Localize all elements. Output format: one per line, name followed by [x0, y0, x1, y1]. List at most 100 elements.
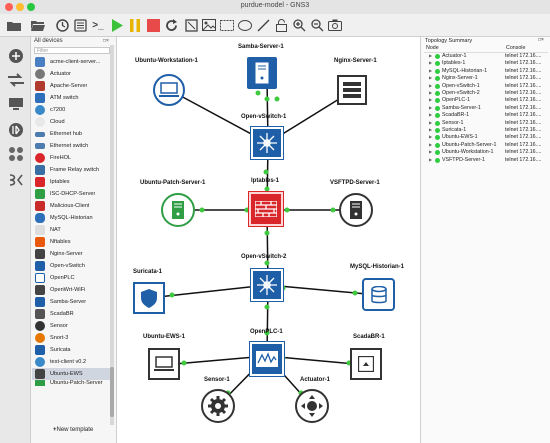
vsftpd-server-node[interactable] [339, 193, 373, 227]
link[interactable] [148, 284, 269, 299]
device-item[interactable]: Actuator [32, 68, 114, 80]
expand-arrow-icon[interactable]: ▶ [429, 82, 433, 88]
device-item[interactable]: Cloud [32, 116, 114, 128]
expand-arrow-icon[interactable]: ▶ [429, 90, 433, 95]
expand-arrow-icon[interactable]: ▶ [429, 127, 433, 132]
device-item[interactable]: FireHOL [32, 152, 114, 164]
expand-arrow-icon[interactable]: ▶ [429, 112, 433, 118]
openplc-node[interactable] [249, 341, 285, 377]
device-item[interactable]: ScadaBR [32, 308, 114, 320]
lock-icon[interactable] [273, 17, 289, 33]
zoom-window-button[interactable] [27, 3, 35, 11]
suspend-all-icon[interactable] [127, 17, 143, 33]
device-item[interactable]: test-client v0.2 [32, 356, 114, 368]
expand-arrow-icon[interactable]: ▶ [429, 53, 433, 58]
start-all-icon[interactable] [109, 17, 125, 33]
expand-arrow-icon[interactable]: ▶ [429, 149, 433, 155]
expand-arrow-icon[interactable]: ▶ [429, 67, 433, 73]
device-item[interactable]: Suricata [32, 344, 114, 356]
samba-server-node[interactable] [247, 57, 277, 89]
routers-category-icon[interactable] [7, 47, 25, 65]
device-item[interactable]: Frame Relay switch [32, 164, 114, 176]
device-item[interactable]: c7200 [32, 104, 114, 116]
reload-all-icon[interactable] [163, 17, 179, 33]
new-project-icon[interactable] [6, 17, 22, 33]
console-column-header[interactable]: Console [506, 45, 526, 51]
expand-arrow-icon[interactable]: ▶ [429, 97, 433, 103]
draw-line-icon[interactable] [255, 17, 271, 33]
insert-picture-icon[interactable] [201, 17, 217, 33]
device-item[interactable]: Malicious-Client [32, 200, 114, 212]
link[interactable] [267, 284, 379, 296]
open-vswitch-1-node[interactable] [250, 126, 284, 160]
device-item[interactable]: Iptables [32, 176, 114, 188]
console-icon[interactable]: >_ [92, 19, 104, 31]
panel-float-icon[interactable]: □× [538, 37, 544, 43]
device-item[interactable]: Apache-Server [32, 80, 114, 92]
open-project-icon[interactable] [30, 17, 46, 33]
device-item[interactable]: Ethernet switch [32, 140, 114, 152]
expand-arrow-icon[interactable]: ▶ [429, 141, 433, 147]
device-item[interactable]: Sensor [32, 320, 114, 332]
device-list-icon[interactable] [72, 17, 88, 33]
device-item[interactable]: Ubuntu-Patch-Server [32, 380, 114, 386]
ubuntu-ews-node[interactable] [148, 348, 180, 380]
sensor-node[interactable] [201, 389, 235, 423]
expand-arrow-icon[interactable]: ▶ [429, 104, 433, 110]
device-list-scrollbar[interactable] [110, 45, 114, 425]
device-item[interactable]: ATM switch [32, 92, 114, 104]
device-item[interactable]: OpenPLC [32, 272, 114, 284]
device-item[interactable]: ISC-DHCP-Server [32, 188, 114, 200]
expand-arrow-icon[interactable]: ▶ [429, 60, 433, 66]
device-item[interactable]: OpenWrt-WiFi [32, 284, 114, 296]
expand-arrow-icon[interactable]: ▶ [429, 156, 433, 162]
security-devices-category-icon[interactable] [7, 121, 25, 139]
device-item[interactable]: MySQL-Historian [32, 212, 114, 224]
add-note-icon[interactable] [183, 17, 199, 33]
minimize-window-button[interactable] [16, 3, 24, 11]
device-filter-input[interactable]: Filter [34, 47, 110, 54]
expand-arrow-icon[interactable]: ▶ [429, 75, 433, 81]
new-template-button[interactable]: +New template [53, 427, 93, 433]
add-link-icon[interactable] [7, 171, 25, 189]
node-column-header[interactable]: Node [426, 45, 439, 51]
device-item[interactable]: Nftables [32, 236, 114, 248]
device-item[interactable]: Samba-Server [32, 296, 114, 308]
device-item[interactable]: NAT [32, 224, 114, 236]
expand-arrow-icon[interactable]: ▶ [429, 134, 433, 140]
zoom-in-icon[interactable] [291, 17, 307, 33]
mysql-historian-node[interactable] [362, 278, 395, 311]
zoom-out-icon[interactable] [309, 17, 325, 33]
screenshot-camera-icon[interactable] [327, 17, 343, 33]
suricata-node[interactable] [133, 282, 165, 314]
ubuntu-workstation-node[interactable] [153, 74, 185, 106]
stop-all-icon[interactable] [145, 17, 161, 33]
device-item[interactable]: Nginx-Server [32, 248, 114, 260]
end-devices-category-icon[interactable] [7, 95, 25, 113]
switches-category-icon[interactable] [7, 71, 25, 89]
close-window-button[interactable] [5, 3, 13, 11]
draw-rectangle-icon[interactable] [219, 17, 235, 33]
device-item[interactable]: Ethernet hub [32, 128, 114, 140]
topology-canvas[interactable]: Ubuntu-Workstation-1 Samba-Server-1 Ngin… [117, 37, 421, 443]
open-vswitch-2-node[interactable] [250, 268, 284, 302]
device-item[interactable]: Snort-3 [32, 332, 114, 344]
snapshot-clock-icon[interactable] [54, 17, 70, 33]
actuator-node[interactable] [295, 389, 329, 423]
all-devices-category-icon[interactable] [7, 145, 25, 163]
device-item[interactable]: Open-vSwitch [32, 260, 114, 272]
iptables-node[interactable] [248, 191, 284, 227]
nginx-server-node[interactable] [337, 75, 367, 105]
expand-arrow-icon[interactable]: ▶ [429, 119, 433, 125]
ubuntu-patch-server-node[interactable] [161, 193, 195, 227]
